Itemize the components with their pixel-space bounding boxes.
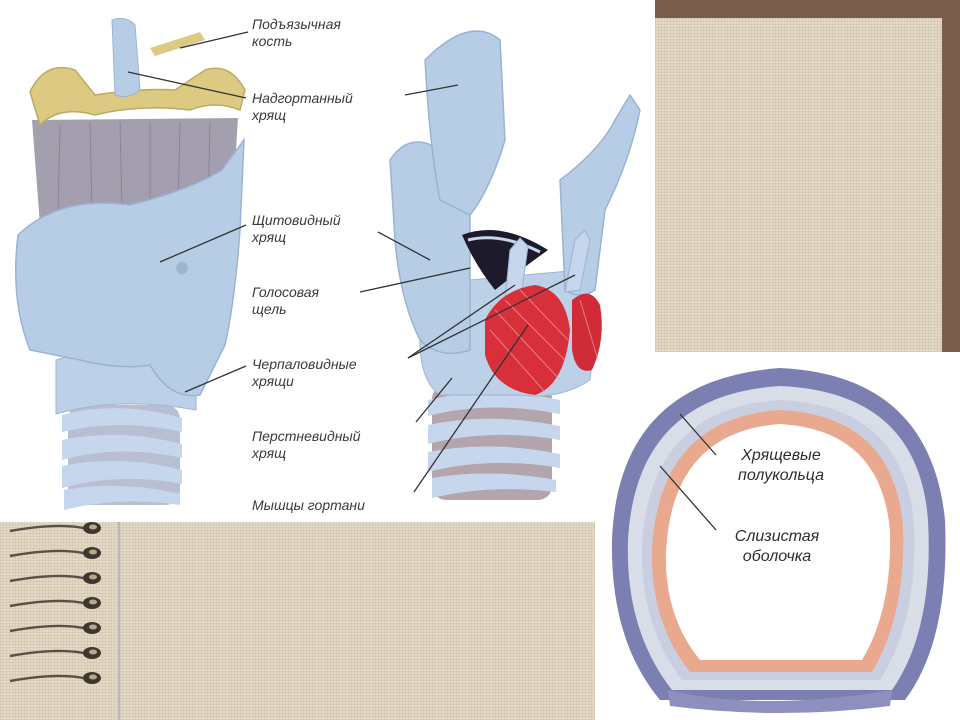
label-epiglottis-line1: Надгортанный (252, 90, 353, 106)
spiral-binding-icon (9, 522, 101, 684)
label-thyroid-line1: Щитовидный (252, 212, 341, 228)
label-muscles-line1: Мышцы гортани (252, 497, 365, 513)
label-cricoid-line2: хрящ (252, 445, 287, 461)
leader-lines (127, 31, 576, 493)
linen-texture-top (655, 18, 942, 352)
label-arytenoid-line1: Черпаловидные (252, 356, 357, 372)
larynx-front-view (14, 17, 246, 510)
trachea-rings-back (428, 385, 560, 500)
epiglottis-front (111, 17, 141, 98)
label-muscles: Мышцы гортани (252, 497, 365, 514)
label-mucosa-line2: оболочка (742, 548, 812, 565)
label-rings-line1: Хрящевые (741, 447, 821, 464)
label-glottis: Голосовая щель (252, 284, 319, 318)
label-cricoid: Перстневидный хрящ (252, 428, 361, 462)
hyoid-bone-front (29, 66, 246, 127)
frame-strip (655, 0, 960, 18)
notebook-margin-line (118, 522, 120, 720)
label-hyoid-bone: Подъязычная кость (252, 16, 341, 50)
label-epiglottis: Надгортанный хрящ (252, 90, 353, 124)
label-arytenoid: Черпаловидные хрящи (252, 356, 357, 390)
epiglottis-back (424, 30, 506, 216)
trachea-cross-section (611, 368, 946, 713)
label-epiglottis-line2: хрящ (252, 107, 287, 123)
larynx-back-view (389, 30, 641, 500)
label-glottis-line1: Голосовая (252, 284, 320, 300)
label-arytenoid-line2: хрящи (252, 373, 294, 389)
label-glottis-line2: щель (252, 301, 287, 317)
label-mucosa: Слизистая оболочка (712, 527, 842, 567)
label-mucosa-line1: Слизистая (734, 528, 820, 545)
label-thyroid-cartilage: Щитовидный хрящ (252, 212, 341, 246)
label-cartilage-rings: Хрящевые полукольца (716, 446, 846, 486)
label-rings-line2: полукольца (738, 467, 824, 484)
label-hyoid-line1: Подъязычная (252, 16, 341, 32)
lumen (665, 424, 891, 660)
label-hyoid-line2: кость (252, 33, 293, 49)
thyroid-cartilage-front (14, 137, 245, 397)
label-cricoid-line1: Перстневидный (252, 428, 361, 444)
trachea-rings-front (62, 405, 182, 510)
section-leader-lines (659, 413, 717, 531)
label-thyroid-line2: хрящ (252, 229, 287, 245)
